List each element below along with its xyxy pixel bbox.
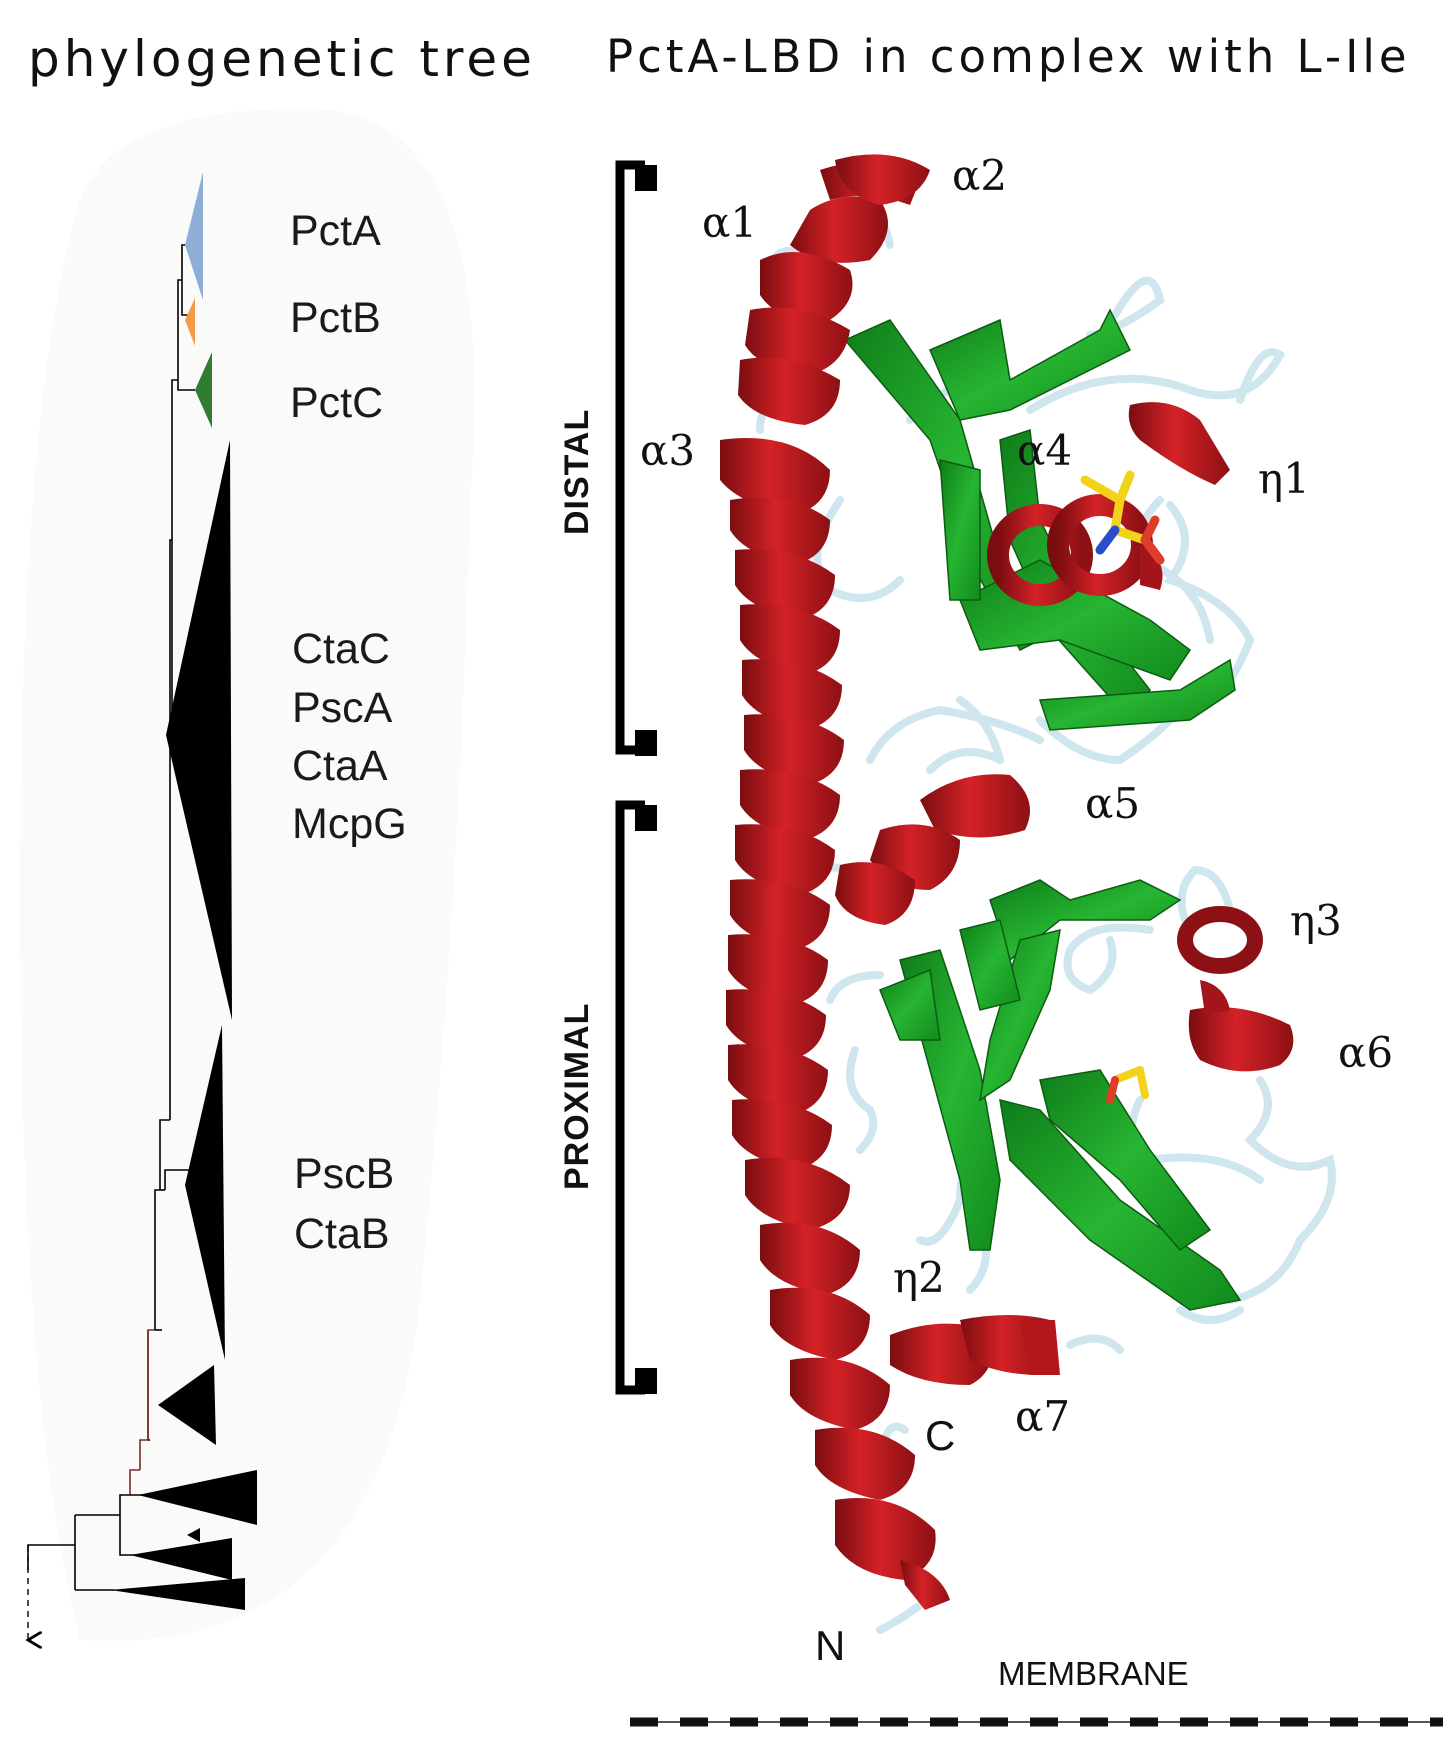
proximal-label: PROXIMAL: [558, 1003, 596, 1190]
helix-a4: [987, 494, 1163, 606]
clade-triangle-pcta: [185, 172, 203, 300]
helix-a2: [835, 154, 930, 205]
clade-label-pctc: PctC: [290, 379, 383, 427]
label-a7: α7: [1015, 1392, 1070, 1441]
clade-triangle-pctb: [185, 298, 195, 346]
clade-triangle-small-1: [158, 1365, 216, 1445]
tree-background: [20, 109, 475, 1642]
ligand-proximal: [1106, 1066, 1149, 1104]
label-c-terminus: C: [925, 1412, 955, 1459]
clade-label-psca: PscA: [292, 684, 393, 732]
helix-n1: [1128, 402, 1230, 485]
label-n-terminus: N: [815, 1622, 845, 1669]
label-a2: α2: [952, 151, 1007, 200]
phylogenetic-tree: PctA PctB PctC CtaC PscA CtaA McpG PscB …: [20, 109, 475, 1641]
label-a3: α3: [640, 426, 695, 475]
ligand-distal: [1080, 470, 1165, 565]
clade-label-pcta: PctA: [290, 207, 381, 255]
tree-title: phylogenetic tree: [28, 30, 536, 88]
proximal-bracket: [615, 800, 645, 1395]
label-n1: η1: [1258, 454, 1310, 503]
label-n2: η2: [893, 1253, 945, 1302]
clade-triangle-small-2: [138, 1470, 257, 1525]
label-n3: η3: [1290, 896, 1342, 945]
clade-label-mcpg: McpG: [292, 800, 407, 848]
label-a4: α4: [1017, 426, 1072, 475]
domain-brackets: DISTAL PROXIMAL: [558, 160, 657, 1395]
helix-n3: [1177, 906, 1263, 974]
label-a5: α5: [1085, 779, 1140, 828]
structure-title: PctA-LBD in complex with L-Ile: [606, 30, 1411, 83]
structure-labels: α2 α1 α3 α4 η1 α5 η3 α6 η2 α7 C N: [640, 151, 1393, 1669]
clade-triangle-pctc: [195, 352, 212, 428]
label-a6: α6: [1338, 1028, 1393, 1077]
distal-label: DISTAL: [558, 409, 596, 535]
helix-a7: [890, 1315, 1060, 1385]
clade-triangle-pscb-group: [185, 1025, 225, 1360]
membrane: MEMBRANE: [630, 1655, 1443, 1727]
clade-label-ctac: CtaC: [292, 625, 390, 673]
clade-label-ctaa: CtaA: [292, 742, 388, 790]
membrane-label: MEMBRANE: [998, 1655, 1189, 1692]
clade-triangle-small-4: [130, 1538, 232, 1580]
clade-label-pscb: PscB: [294, 1150, 394, 1198]
clade-triangle-ctac-group: [166, 440, 232, 1020]
protein-structure: [720, 154, 1336, 1634]
clade-label-pctb: PctB: [290, 294, 381, 342]
helix-a5: [835, 774, 1030, 925]
label-a1: α1: [702, 198, 757, 247]
clade-triangle-small-5: [110, 1578, 245, 1610]
helix-a6: [1188, 980, 1294, 1072]
clade-triangle-small-3: [187, 1528, 200, 1542]
clade-label-ctab: CtaB: [294, 1210, 390, 1258]
distal-bracket: [615, 160, 645, 755]
beta-sheets-proximal: [879, 879, 1242, 1311]
